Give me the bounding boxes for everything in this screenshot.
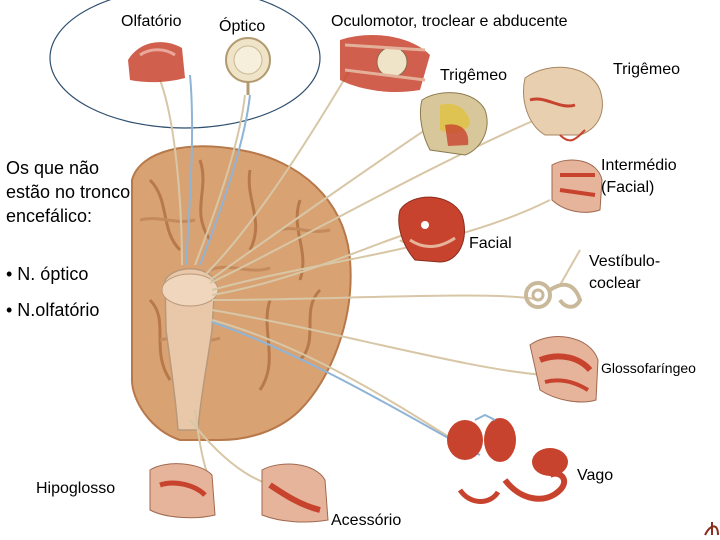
vestibulocochlear-illustration (524, 281, 583, 309)
intermedio-illustration (551, 159, 603, 213)
label-intermedio-facial: (Facial) (601, 179, 655, 196)
label-vestibulo: Vestíbulo- (589, 253, 661, 270)
label-coclear: coclear (589, 275, 641, 292)
vago-illustration (447, 413, 568, 504)
label-oculomotor: Oculomotor, troclear e abducente (331, 13, 568, 30)
optic-illustration (225, 37, 271, 95)
label-vago: Vago (577, 467, 614, 484)
label-trigemeo-outer: Trigêmeo (613, 61, 680, 78)
facial-illustration (398, 196, 466, 263)
trigeminal-face-illustration (419, 92, 488, 156)
hipoglosso-illustration (149, 463, 216, 519)
label-intermedio: Intermédio (601, 157, 677, 174)
label-optico: Óptico (219, 18, 266, 35)
acessorio-illustration (261, 463, 329, 523)
corner-mark-icon (704, 522, 719, 536)
brain-illustration (131, 145, 352, 441)
trigeminal-skull-illustration (523, 66, 603, 142)
oculomotor-illustration (340, 35, 430, 92)
label-olfatorio: Olfatório (121, 13, 182, 30)
highlight-ellipse (49, 0, 321, 129)
brainstem (164, 268, 216, 431)
label-acessorio: Acessório (331, 512, 402, 529)
side-note: Os que não estão no tronco encefálico: (6, 158, 131, 226)
bullet-optico: • N. óptico (6, 264, 89, 284)
label-facial: Facial (469, 235, 512, 252)
bullet-olfatorio: • N.olfatório (6, 300, 100, 320)
label-trigemeo-inner: Trigêmeo (440, 67, 507, 84)
olfactory-illustration (128, 42, 185, 83)
label-glossofaringeo: Glossofaríngeo (601, 360, 696, 376)
label-hipoglosso: Hipoglosso (36, 480, 116, 497)
glossofaringeo-illustration (529, 336, 599, 403)
